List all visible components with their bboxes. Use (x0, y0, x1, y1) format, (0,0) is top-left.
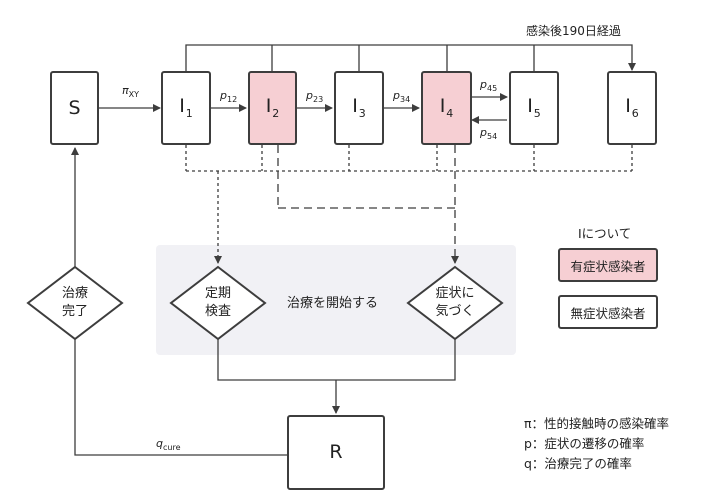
node-i5-label: I (527, 95, 533, 117)
decision-cure (26, 265, 124, 341)
label-p12: p12 (220, 89, 238, 104)
node-i5: I5 (509, 71, 559, 145)
node-i2-label: I (265, 95, 272, 117)
legend-asymptomatic: 無症状感染者 (558, 295, 658, 329)
node-s-label: S (68, 96, 81, 119)
node-i3: I3 (334, 71, 384, 145)
connector-lines (26, 44, 636, 456)
node-i6: I6 (607, 71, 657, 145)
node-i4: I4 (421, 71, 472, 145)
label-pi-xy: πXY (122, 84, 139, 99)
node-i6-sub: 6 (631, 107, 639, 120)
node-i3-label: I (352, 95, 358, 117)
decision-checkup-text: 定期検査 (204, 286, 231, 319)
label-p34: p34 (393, 89, 411, 104)
node-i1-sub: 1 (185, 107, 193, 120)
node-i6-label: I (625, 95, 631, 117)
note-q: q：治療完了の確率 (524, 456, 632, 471)
node-i1-label: I (179, 95, 185, 117)
label-p23: p23 (306, 89, 324, 104)
treatment-label: 治療を開始する (287, 296, 379, 311)
node-i5-sub: 5 (533, 107, 541, 120)
node-i2: I2 (248, 71, 297, 145)
decision-notice-text: 症状に気づく (435, 286, 475, 319)
node-r-label: R (329, 441, 343, 463)
node-i1: I1 (161, 71, 211, 145)
decision-checkup (169, 265, 267, 341)
decision-cure-text: 治療完了 (61, 286, 88, 319)
edge-190day (185, 44, 636, 71)
node-r: R (287, 415, 385, 490)
node-i3-sub: 3 (358, 107, 366, 120)
note-pi: π：性的接触時の感染確率 (524, 416, 670, 431)
decision-notice (406, 265, 504, 341)
label-p45: p45 (480, 78, 498, 93)
legend-symptomatic: 有症状感染者 (558, 248, 658, 282)
node-i4-sub: 4 (446, 107, 454, 120)
node-s: S (50, 71, 99, 145)
label-p54: p54 (480, 126, 498, 141)
top-line-label: 感染後190日経過 (526, 24, 621, 38)
node-i2-sub: 2 (272, 107, 280, 120)
legend-symptomatic-label: 有症状感染者 (570, 258, 646, 274)
edge-r-cure (74, 339, 287, 456)
legend-title: Iについて (578, 226, 632, 241)
note-p: p：症状の遷移の確率 (524, 436, 645, 451)
legend-asymptomatic-label: 無症状感染者 (570, 305, 646, 321)
node-i4-label: I (439, 95, 446, 117)
label-q-cure: qcure (156, 437, 181, 452)
